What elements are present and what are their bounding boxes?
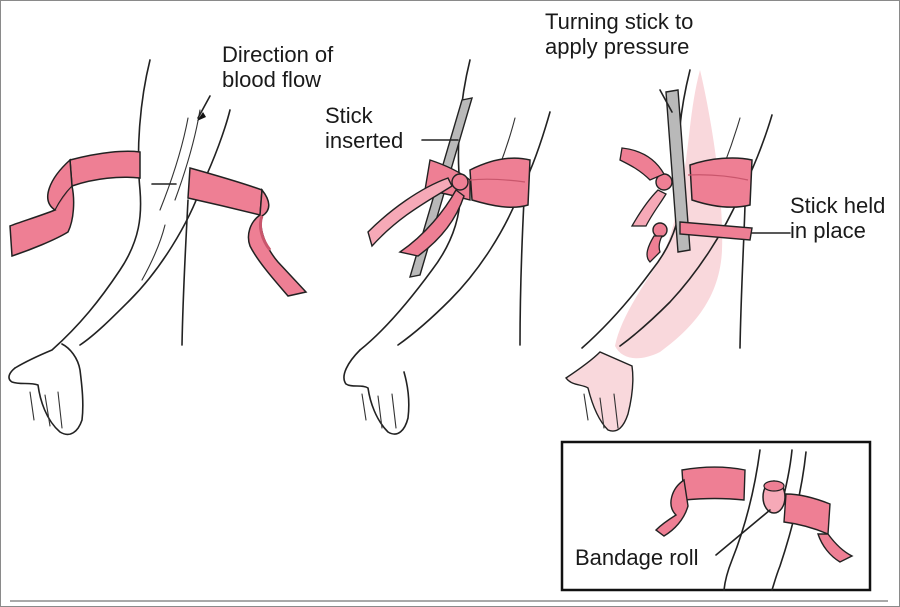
- panel-3-bandage: [619, 147, 753, 263]
- bandage-roll-pointer: [715, 509, 771, 556]
- label-direction-of-blood-flow: Direction of blood flow: [222, 42, 334, 92]
- bandage-strap-left: [69, 150, 141, 188]
- bottom-rule: [10, 600, 888, 602]
- label-bandage-roll: Bandage roll: [575, 545, 699, 570]
- inset-bandage: [654, 466, 854, 563]
- panel-3-stick: [659, 89, 691, 253]
- panel-1-bandage: [9, 95, 308, 297]
- bandage-end-left: [9, 158, 75, 258]
- label-turning-stick: Turning stick to apply pressure: [545, 9, 694, 59]
- bandage-end-right: [247, 188, 308, 297]
- panel-1-arm: [8, 59, 231, 436]
- label-stick-inserted: Stick inserted: [325, 103, 404, 153]
- panel-2-bandage: [367, 157, 531, 257]
- bandage-strap-right: [187, 167, 263, 216]
- label-stick-held-in-place: Stick held in place: [790, 193, 886, 243]
